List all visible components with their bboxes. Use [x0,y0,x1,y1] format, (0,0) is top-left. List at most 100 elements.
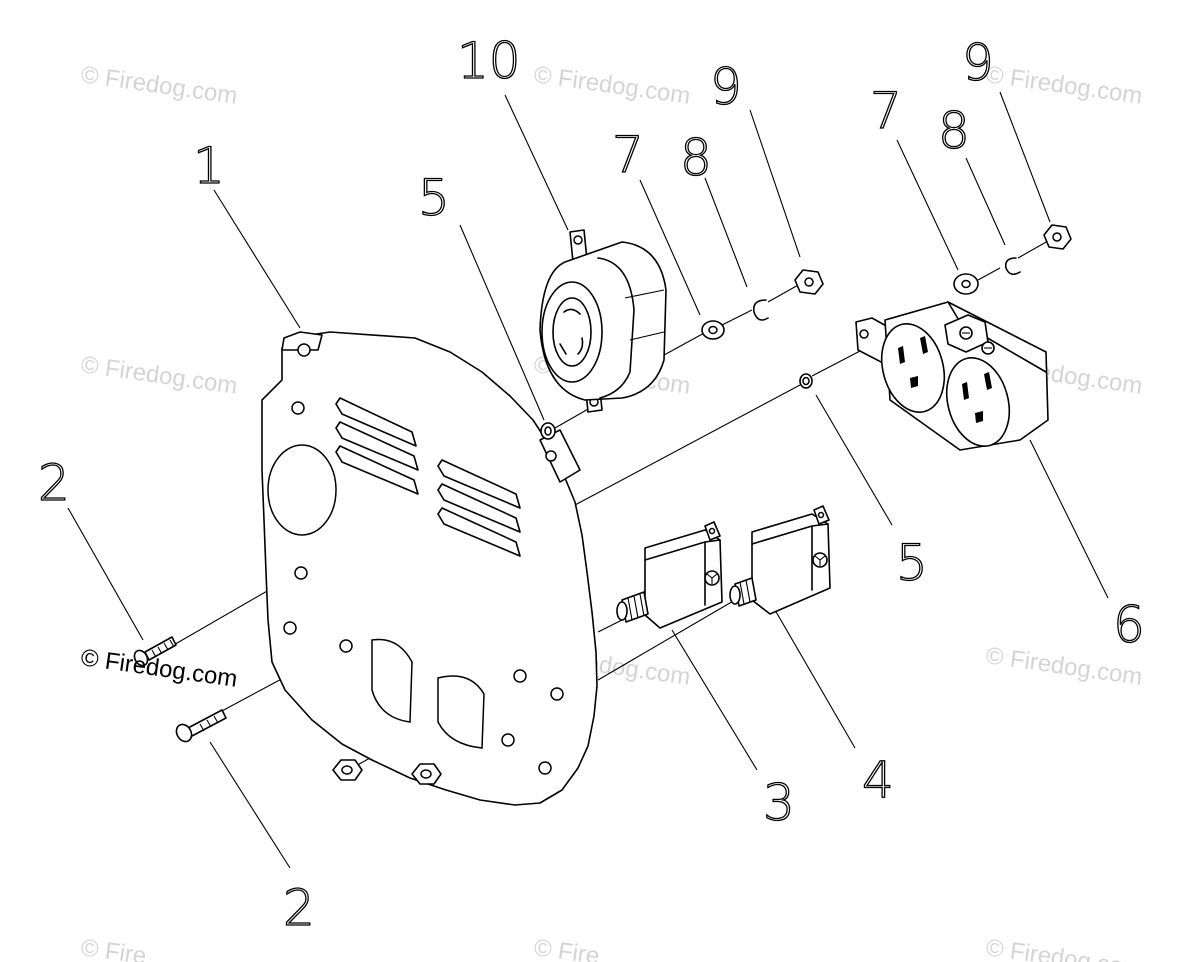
hardware-left-set [701,269,824,340]
panel-nuts [332,759,442,785]
lock-washer-5-right-bore [802,376,810,386]
leader-1 [213,189,301,329]
breaker-3-button [616,601,628,621]
watermark-mid-left: © Firedog.com [79,351,239,400]
callout-7-left: 7 [612,126,644,184]
duplex-strap-hole-top [859,329,869,339]
twist-lock-face-ring [552,297,592,367]
panel-hole-screw-upper [294,566,308,580]
axis-breaker-3 [597,619,623,633]
leader-7-left [639,179,701,316]
twist-lock-strap-hole-top [573,235,583,245]
leader-2-lower [209,741,291,869]
duplex-lower-slot-left [962,382,969,400]
twist-lock-slot-1 [563,308,581,315]
callout-2-upper: 2 [38,454,70,512]
screw-upper-head [133,649,149,667]
circuit-breaker-3 [616,521,723,629]
hex-nut-9-right-bore [1052,232,1062,242]
leader-4 [774,609,856,749]
breaker-4-screw-cross [814,555,826,566]
watermark-top-left: © Firedog.com [79,61,239,110]
callout-6: 6 [1113,596,1145,654]
duplex-receptacle [855,301,1049,451]
breaker-4-button [729,585,741,605]
screw-lower-shank [187,709,227,737]
panel-breaker-opening-right [437,675,485,749]
panel-hole-screw-lower [339,639,353,653]
panel-plate-outline [261,331,598,806]
callout-3: 3 [763,774,795,832]
callout-7-right: 7 [870,82,902,140]
screw-lower-thread [199,715,219,732]
axis-washer-right [977,267,1001,281]
hardware-right-set [953,224,1072,295]
breaker-3-terminal-hole [708,527,716,535]
callout-8-right: 8 [938,102,970,160]
panel-louver-4 [437,459,521,509]
leader-3 [671,629,758,771]
panel-louver-3 [335,445,419,495]
watermark-top-center: © Firedog.com [532,61,692,110]
axis-lock-left [767,283,801,303]
screw-upper [133,636,177,667]
axis-washer-left [719,309,753,327]
panel-plate [261,331,598,806]
twist-lock-slot-2 [577,337,584,355]
axis-lock-right [1017,240,1049,259]
flat-washer-7-left-bore [708,325,718,335]
breaker-4-thread [739,579,751,605]
panel-nut-right-bore [420,769,432,779]
breaker-3-screw-cross [706,573,718,584]
axis-duplex [574,384,801,506]
duplex-upper-ground [910,376,918,388]
callout-numbers: 1 2 2 3 4 5 5 6 7 7 8 8 9 9 10 [37,31,1145,937]
leader-lines [67,91,1109,869]
callout-5-left: 5 [418,169,450,227]
duplex-outlet-upper [880,323,946,413]
breaker-4-edge [751,523,829,591]
panel-hole-nut-left [513,669,527,683]
watermark-bottom-center: © Fire [532,934,601,962]
axis-breaker-4 [597,599,736,681]
duplex-outlet-lower [945,357,1011,447]
panel-hole-upper-left [291,401,305,415]
twist-lock-seam-2 [629,331,665,341]
callout-10: 10 [457,32,521,90]
panel-breaker-opening-left [371,638,413,723]
panel-nut-left-bore [341,765,353,775]
panel-round-opening [267,444,337,536]
leader-5-left [459,224,545,421]
callout-4: 4 [862,751,894,809]
callout-9-right: 9 [962,34,994,92]
panel-louver-1 [335,397,417,447]
twist-lock-face [541,281,603,383]
panel-louver-5 [437,483,521,533]
callout-1: 1 [193,137,225,195]
callout-2-lower: 2 [283,879,315,937]
duplex-upper-slot-left [898,346,905,364]
twist-lock-slot-3 [559,343,567,355]
axis-duplex-mid [811,349,863,377]
panel-hole-top-left [297,343,311,357]
leader-8-left [704,177,748,288]
callout-5-right: 5 [896,534,928,592]
panel-tab-top-left [281,331,323,351]
lock-washers-5 [540,373,813,440]
split-washer-8-left [752,299,769,321]
axis-twistlock [554,407,591,429]
flat-washer-7-right-bore [961,279,971,289]
leader-5-right [815,394,893,526]
leader-2-upper [67,507,144,641]
circuit-breaker-4 [729,505,831,615]
watermark-bottom-left: © Fire [79,934,148,962]
leader-7-right [896,139,959,271]
twist-lock-seam-1 [624,289,665,299]
leader-6 [1029,439,1109,599]
split-washer-8-right [1004,257,1021,276]
duplex-upper-slot-right [920,336,928,354]
duplex-lower-slot-right [984,372,992,390]
watermark-top-right: © Firedog.com [984,61,1144,110]
panel-louver-2 [335,421,419,471]
